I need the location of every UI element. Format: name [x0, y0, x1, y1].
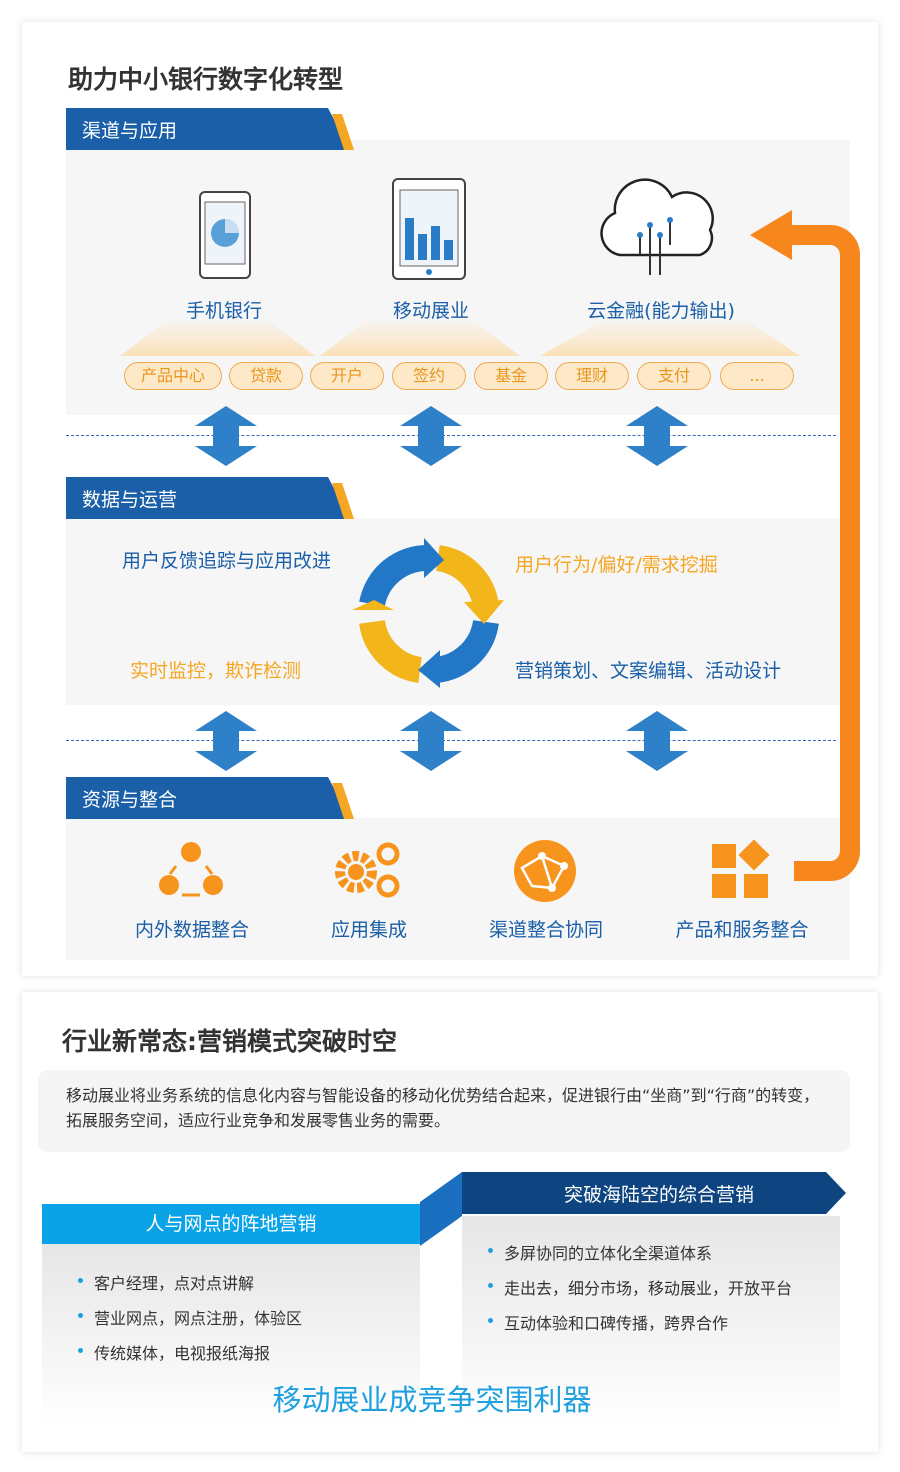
double-arrow-icon — [626, 406, 688, 466]
share-nodes-icon — [159, 842, 223, 897]
res-product: 产品和服务整合 — [675, 919, 809, 941]
pill-loan: 贷款 — [229, 362, 303, 390]
double-arrow-icon — [400, 406, 462, 466]
pill-payment: 支付 — [637, 362, 711, 390]
band-resource: 资源与整合 — [66, 777, 350, 817]
right-panel — [462, 1216, 840, 1426]
step-connector — [420, 1172, 462, 1246]
channel-cloud-finance: 云金融(能力输出) — [587, 300, 735, 322]
divider — [66, 435, 836, 436]
pill-more: ... — [720, 362, 794, 390]
res-data: 内外数据整合 — [134, 919, 249, 941]
cloud-circuit-icon — [600, 178, 714, 275]
band-ops: 数据与运营 — [66, 477, 350, 517]
res-app: 应用集成 — [330, 919, 407, 941]
double-arrow-icon — [400, 711, 462, 771]
list-item: 客户经理，点对点讲解 — [76, 1270, 302, 1294]
phone-icon — [199, 191, 251, 279]
double-arrow-icon — [195, 711, 257, 771]
pill-sign: 签约 — [392, 362, 466, 390]
res-channel: 渠道整合协同 — [488, 919, 603, 941]
left-heading: 人与网点的阵地营销 — [145, 1213, 317, 1235]
divider — [66, 740, 836, 741]
ops-monitoring: 实时监控，欺诈检测 — [130, 660, 302, 682]
channel-mobile-banking: 手机银行 — [185, 300, 262, 322]
gears-icon — [335, 842, 400, 898]
right-heading-bg — [462, 1172, 846, 1214]
left-panel — [42, 1244, 420, 1424]
list-item: 走出去，细分市场，移动展业，开放平台 — [486, 1275, 792, 1299]
feedback-loop-arrow — [750, 210, 860, 881]
right-list: 多屏协同的立体化全渠道体系 走出去，细分市场，移动展业，开放平台 互动体验和口碑… — [486, 1240, 792, 1345]
list-item: 互动体验和口碑传播，跨界合作 — [486, 1310, 792, 1334]
cycle-arrows-icon — [352, 538, 504, 688]
list-item: 传统媒体，电视报纸海报 — [76, 1340, 302, 1364]
intro-text: 移动展业将业务系统的信息化内容与智能设备的移动化优势结合起来，促进银行由“坐商”… — [66, 1086, 820, 1130]
section2-title: 行业新常态:营销模式突破时空 — [62, 1027, 397, 1056]
band-channel: 渠道与应用 — [66, 108, 350, 148]
left-heading-bar: 人与网点的阵地营销 — [42, 1204, 420, 1244]
double-arrow-icon — [195, 406, 257, 466]
pill-product-center: 产品中心 — [124, 362, 222, 390]
pill-fund: 基金 — [474, 362, 548, 390]
band-label: 渠道与应用 — [82, 120, 178, 142]
channel-mobile-sales: 移动展业 — [392, 300, 469, 322]
slogan: 移动展业成竞争突围利器 — [272, 1383, 592, 1417]
ops-feedback: 用户反馈追踪与应用改进 — [122, 550, 332, 572]
band-resource-bg — [66, 777, 354, 819]
right-heading: 突破海陆空的综合营销 — [563, 1184, 754, 1206]
ops-marketing: 营销策划、文案编辑、活动设计 — [515, 660, 782, 682]
intro-box — [38, 1070, 850, 1152]
band-label: 数据与运营 — [82, 489, 178, 511]
list-item: 营业网点，网点注册，体验区 — [76, 1305, 302, 1329]
pill-account: 开户 — [310, 362, 384, 390]
section1-title: 助力中小银行数字化转型 — [68, 65, 344, 94]
band-channel-bg — [66, 108, 354, 150]
pill-wealth: 理财 — [555, 362, 629, 390]
list-item: 多屏协同的立体化全渠道体系 — [486, 1240, 792, 1264]
band-ops-bg — [66, 477, 354, 519]
channel-fans — [120, 322, 800, 356]
ops-behavior: 用户行为/偏好/需求挖掘 — [515, 554, 718, 576]
double-arrow-icon — [626, 711, 688, 771]
band-label: 资源与整合 — [82, 789, 178, 811]
tablet-chart-icon — [392, 178, 466, 280]
product-blocks-icon — [712, 840, 770, 898]
left-list: 客户经理，点对点讲解 营业网点，网点注册，体验区 传统媒体，电视报纸海报 — [76, 1270, 302, 1375]
globe-network-icon — [514, 840, 576, 902]
